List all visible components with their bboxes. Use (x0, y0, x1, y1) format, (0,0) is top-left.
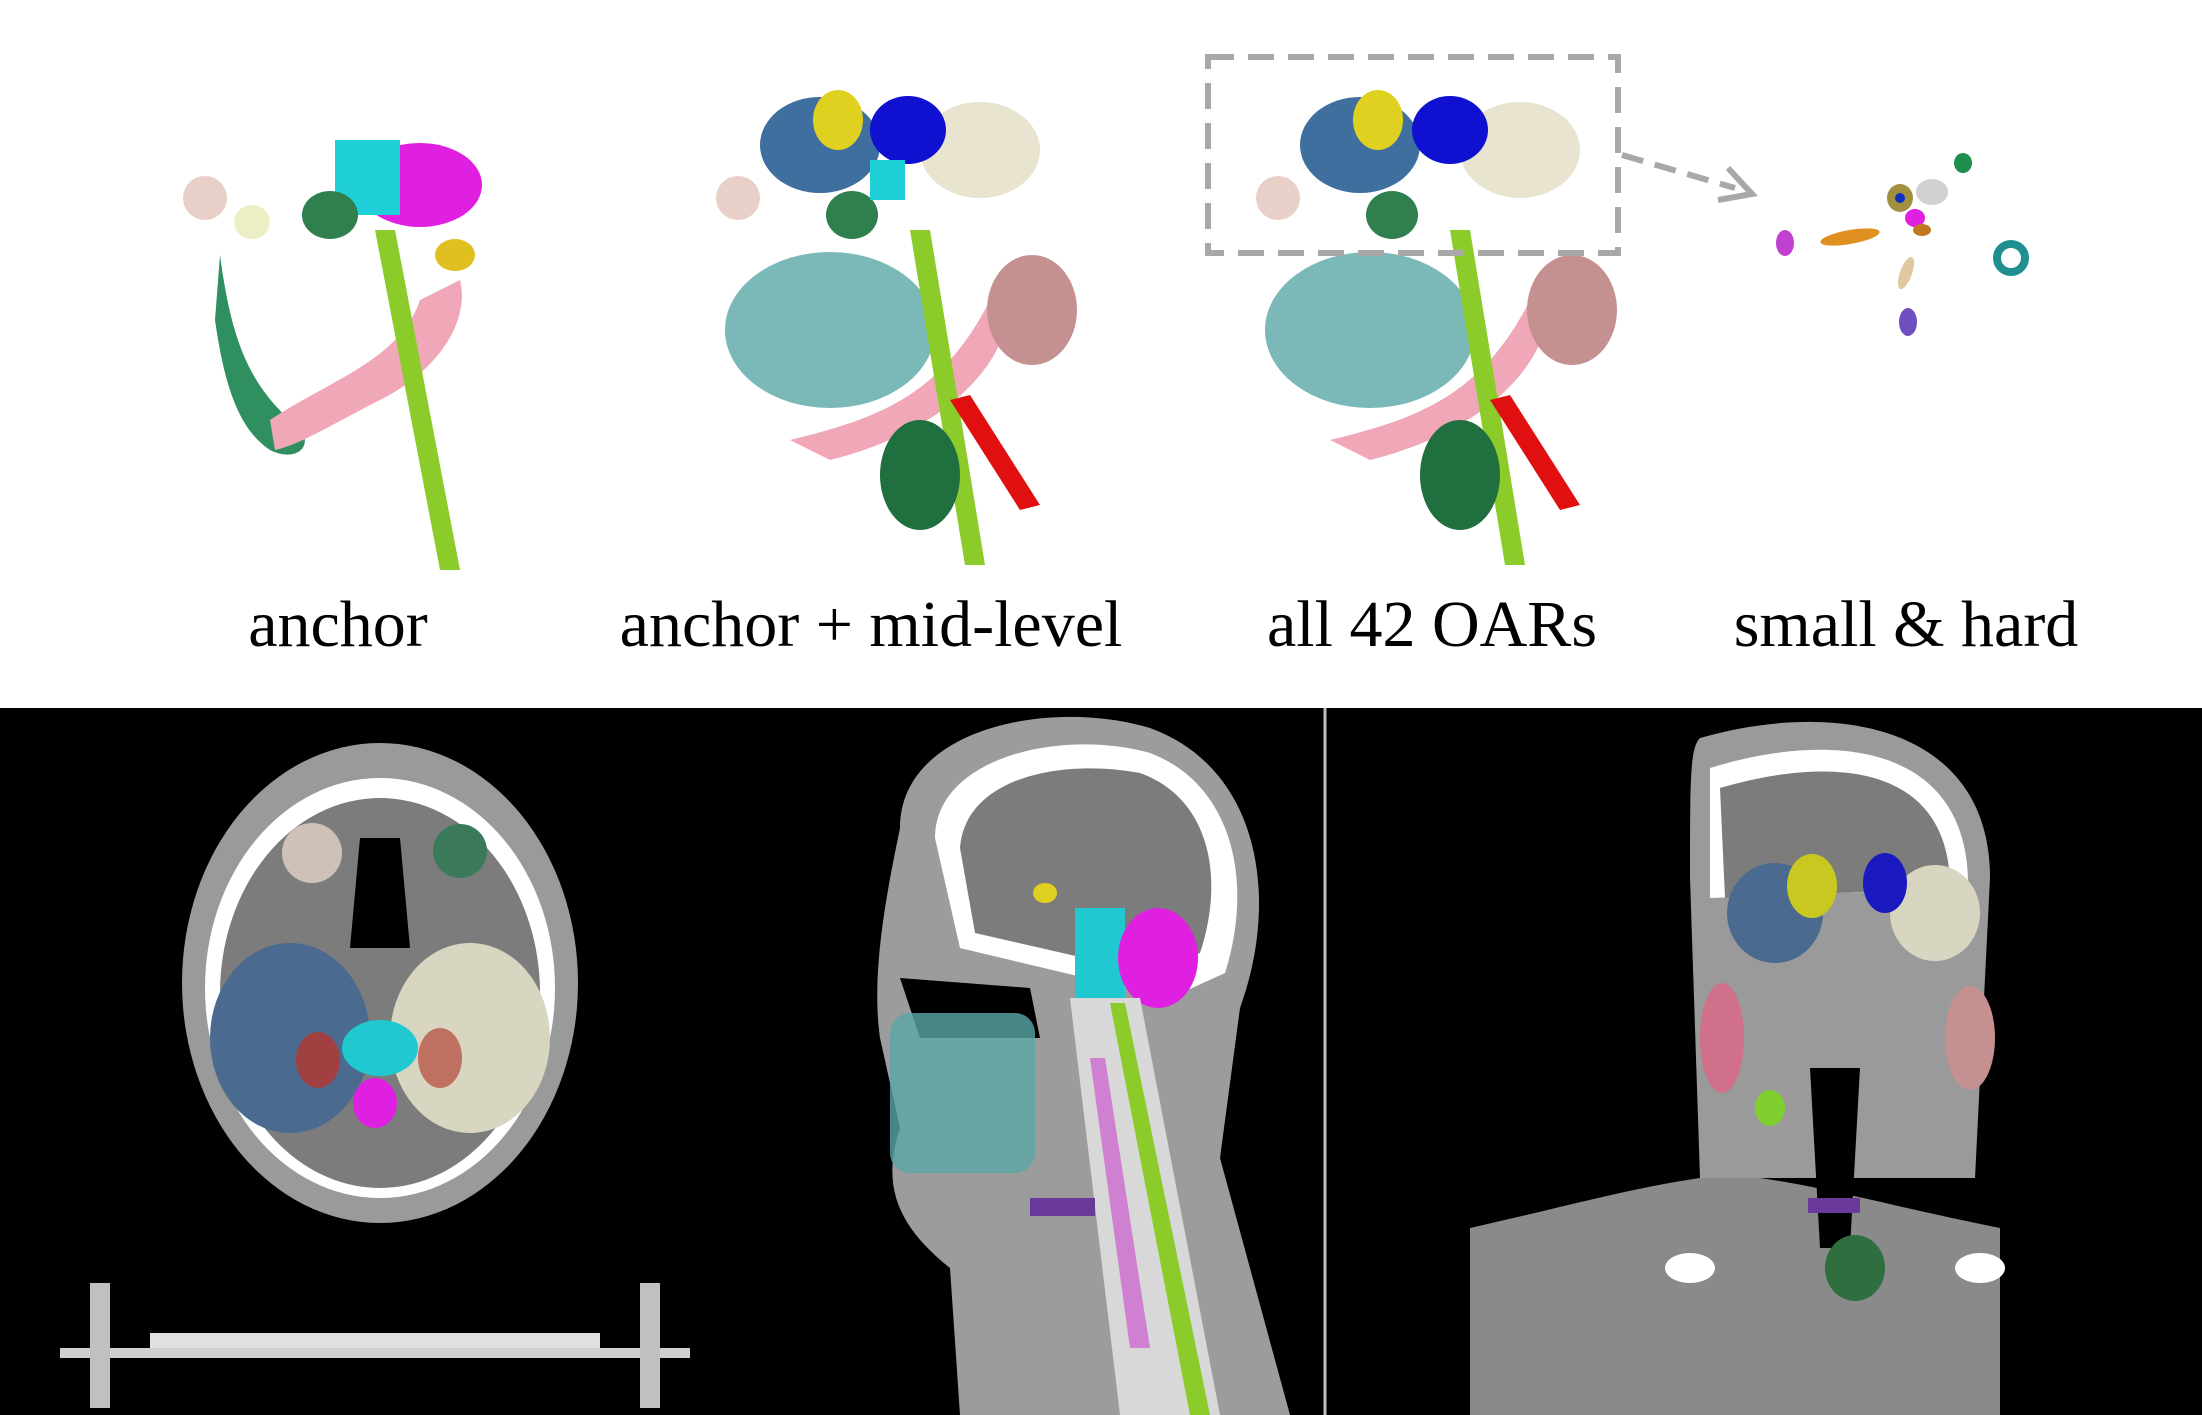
table-top (150, 1333, 600, 1348)
rendered-3d-panel: anchor anchor + mid-level all 42 OARs sm… (183, 54, 2079, 661)
small-organ-blue (1895, 193, 1905, 203)
clavicle-right (1955, 1253, 2005, 1283)
thyroid-coronal (1825, 1235, 1885, 1301)
ct-coronal-slice (1470, 721, 2005, 1415)
optic-structure-left (215, 255, 305, 455)
small-organ-orange (1820, 228, 1880, 246)
brainstem-axial (342, 1020, 418, 1076)
ct-slices (60, 708, 2005, 1415)
cerebellum-sagittal (1118, 908, 1198, 1008)
caption-anchor: anchor (248, 588, 428, 661)
nerve-green (302, 191, 358, 239)
temporal-lobe-right (390, 943, 550, 1133)
brainstem-blue (1412, 96, 1488, 164)
carotid (1490, 395, 1580, 510)
nasal-cavity (350, 838, 410, 948)
nerve-green (826, 191, 878, 239)
oral-cavity (1265, 252, 1475, 408)
pons-axial (353, 1078, 397, 1128)
small-organ-purple (1776, 230, 1794, 256)
eye-left (183, 176, 227, 220)
lens-left (234, 205, 270, 239)
esophagus-sagittal (1090, 1058, 1150, 1348)
optic-blue (1863, 853, 1907, 913)
spinal-cord (910, 230, 985, 565)
brainstem-blue (870, 96, 946, 164)
carotid (950, 395, 1040, 510)
cerebellum-right (1460, 102, 1580, 198)
spinal-cord (375, 230, 460, 570)
small-organ-grey (1916, 179, 1948, 205)
larynx-band (1030, 1198, 1095, 1216)
brainstem-sagittal (1075, 908, 1125, 1003)
submandibular-green (1755, 1090, 1785, 1126)
render-anchor (183, 140, 482, 570)
caption-all-oars: all 42 OARs (1267, 588, 1597, 661)
ct-sagittal-slice (877, 708, 1327, 1415)
pituitary-yellow (813, 90, 863, 150)
chiasm-region (870, 160, 905, 200)
table-right-support (640, 1283, 660, 1408)
nerve-green (1366, 191, 1418, 239)
eye-right (433, 824, 487, 878)
esophagus (880, 420, 960, 530)
small-organ-orange-2 (1913, 224, 1931, 236)
small-organ-teal (1993, 240, 2029, 276)
small-organ-green (1954, 153, 1972, 173)
scanner-table (60, 1348, 690, 1358)
ct-axial-slice (60, 743, 690, 1408)
render-all-oars (1205, 54, 1758, 565)
oral-cavity-sagittal (890, 1013, 1035, 1173)
parotid-right (987, 255, 1077, 365)
small-organ-violet (1899, 308, 1917, 336)
small-organ-tan (1897, 256, 1915, 290)
table-left-support (90, 1283, 110, 1408)
caption-anchor-mid-level: anchor + mid-level (619, 588, 1123, 661)
small-organ-magenta (1905, 209, 1925, 227)
spinal-cord (1450, 230, 1525, 565)
temporal-lobe-right (1890, 865, 1980, 961)
caption-small-hard: small & hard (1733, 588, 2079, 661)
esophagus (1420, 420, 1500, 530)
zoom-box (1205, 54, 1621, 256)
structure-orange (418, 1028, 462, 1088)
pituitary-yellow (1353, 90, 1403, 150)
zoom-arrow-line (1621, 152, 1736, 191)
pituitary-sagittal (1033, 883, 1057, 903)
pituitary-coronal (1787, 854, 1837, 918)
ct-slices-panel (0, 708, 2202, 1415)
cerebellum-right (920, 102, 1040, 198)
render-anchor-mid (716, 90, 1077, 565)
parotid-right (1527, 255, 1617, 365)
oral-cavity (725, 252, 935, 408)
organ-renderings (183, 54, 2029, 570)
mandible (270, 280, 462, 450)
eye-left (716, 176, 760, 220)
larynx-coronal (1808, 1198, 1860, 1213)
spinal-cord-sagittal (1110, 1003, 1210, 1415)
zoom-arrow-head (1717, 165, 1758, 203)
eye-left (282, 823, 342, 883)
clavicle-left (1665, 1253, 1715, 1283)
structure-red (296, 1032, 340, 1088)
render-small-hard (1776, 153, 2029, 336)
pituitary-yellow (435, 239, 475, 271)
temporal-lobe-left (210, 943, 370, 1133)
parotid-left (1700, 983, 1744, 1093)
eye-left (1256, 176, 1300, 220)
neck-shoulders (1470, 1178, 2000, 1415)
parotid-right (1945, 986, 1995, 1090)
